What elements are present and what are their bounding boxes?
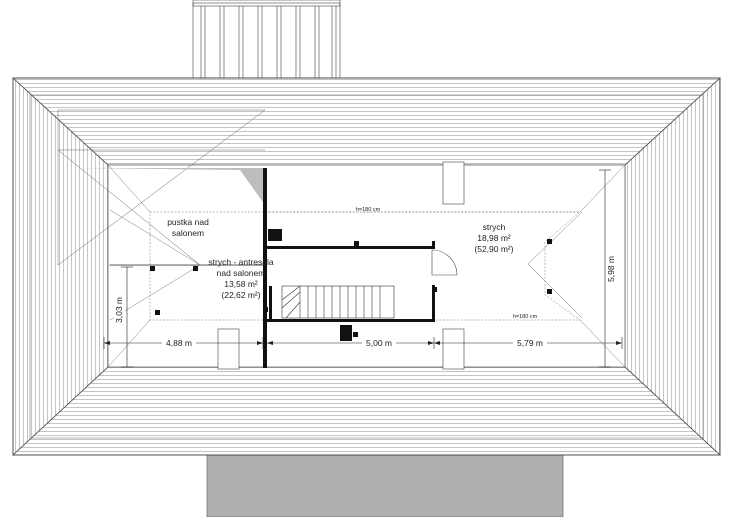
dim-middle-width: 5,00 m xyxy=(366,338,392,348)
label-mezzanine: strych - antresola nad salonem 13,58 m² … xyxy=(208,257,273,300)
chimney-top xyxy=(442,161,465,205)
height-mark-bottom: h=180 cm xyxy=(513,314,538,320)
mezzanine-label-line2: nad salonem xyxy=(217,268,266,278)
label-void: pustka nad salonem xyxy=(167,217,209,238)
roof-plane-top xyxy=(12,77,721,166)
terrace-slab xyxy=(206,454,564,517)
label-attic: strych 18,98 m² (52,90 m²) xyxy=(474,222,513,254)
roof-plane-bottom xyxy=(12,366,721,456)
void-label-line1: pustka nad xyxy=(167,217,209,227)
wall-stub-upper xyxy=(432,241,435,249)
attic-area-total: (52,90 m²) xyxy=(474,244,513,254)
ceiling-area xyxy=(107,164,626,368)
stair-wall xyxy=(269,286,272,320)
wall-horizontal-top xyxy=(267,246,434,249)
posts xyxy=(150,239,552,337)
wall-stub-right xyxy=(432,285,435,322)
attic-area: 18,98 m² xyxy=(477,233,511,243)
chimney-bottom-left xyxy=(217,328,240,370)
mezzanine-area: 13,58 m² xyxy=(224,279,258,289)
roof xyxy=(12,77,721,456)
diagonal-guides xyxy=(109,209,583,321)
void-label-line2: salonem xyxy=(172,228,204,238)
wall-horizontal-bottom xyxy=(267,319,434,322)
dim-right-width: 5,79 m xyxy=(517,338,543,348)
column-1 xyxy=(268,229,282,241)
left-gable-lines xyxy=(57,109,266,266)
wall-vertical-left xyxy=(263,168,267,368)
attic-label: strych xyxy=(483,222,506,232)
column-2 xyxy=(340,325,352,341)
dim-left-height: 3,03 m xyxy=(114,297,124,323)
void-shadow xyxy=(70,168,265,205)
knee-wall-lines xyxy=(107,164,626,368)
mezzanine-area-total: (22,62 m²) xyxy=(221,290,260,300)
door-swing xyxy=(431,249,458,276)
chimney-bottom-right xyxy=(442,328,465,370)
mezzanine-label-line1: strych - antresola xyxy=(208,257,273,267)
walls xyxy=(263,168,435,368)
dim-left-width: 4,88 m xyxy=(166,338,192,348)
dim-right-height: 5,98 m xyxy=(606,256,616,282)
height-mark-top: h=180 cm xyxy=(356,207,381,213)
dimension-ticks xyxy=(104,341,622,345)
balcony-railing xyxy=(192,0,341,79)
staircase xyxy=(281,285,395,319)
